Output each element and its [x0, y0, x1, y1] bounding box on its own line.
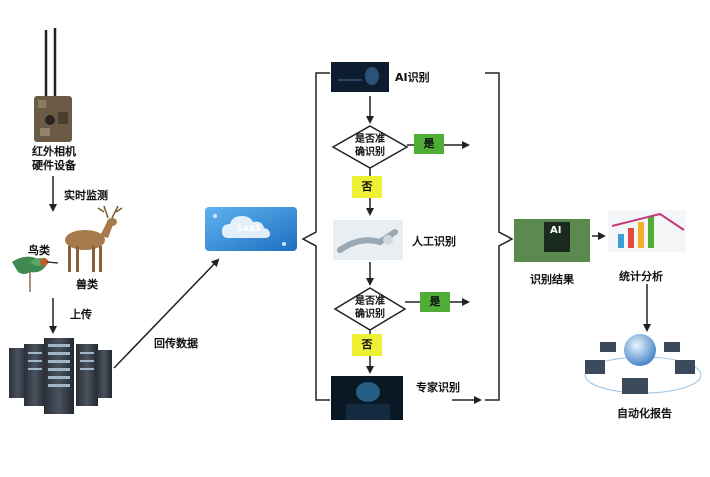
upload-label: 上传: [70, 308, 92, 321]
camera-trap-image: [34, 28, 72, 142]
saas-label: SaaS: [236, 224, 262, 234]
arrow-server-to-saas: [113, 258, 220, 369]
ai-chip-label: AI: [550, 225, 562, 236]
no-tag-1: 否: [352, 176, 382, 198]
stats-label: 统计分析: [619, 270, 663, 283]
camera-label: 红外相机 硬件设备: [32, 145, 76, 172]
ai-recognition-image: [331, 62, 389, 92]
return-data-label: 回传数据: [154, 337, 198, 350]
no-tag-2: 否: [352, 334, 382, 356]
manual-recognition-label: 人工识别: [412, 235, 456, 248]
expert-recognition-image: [331, 376, 403, 420]
result-label: 识别结果: [530, 273, 574, 286]
saas-cloud-image: [205, 207, 297, 251]
expert-recognition-label: 专家识别: [416, 381, 460, 394]
yes-tag-2: 是: [420, 292, 450, 312]
bracket-right: [485, 72, 514, 401]
deer-image: [65, 205, 123, 272]
decision2-label: 是否准 确识别: [355, 296, 385, 320]
ai-recognition-label: AI识别: [395, 71, 430, 84]
manual-recognition-image: [333, 220, 403, 260]
server-racks-image: [9, 338, 112, 414]
realtime-monitor-label: 实时监测: [64, 189, 108, 202]
report-label: 自动化报告: [617, 407, 672, 420]
report-network-image: [584, 334, 702, 394]
result-ai-image: [514, 219, 590, 262]
yes-tag-1: 是: [414, 134, 444, 154]
statistics-chart-image: [608, 210, 686, 252]
bracket-left: [301, 72, 330, 401]
bird-image: [12, 256, 59, 292]
decision1-label: 是否准 确识别: [355, 134, 385, 158]
birds-label: 鸟类: [28, 244, 50, 257]
beasts-label: 兽类: [76, 278, 98, 291]
